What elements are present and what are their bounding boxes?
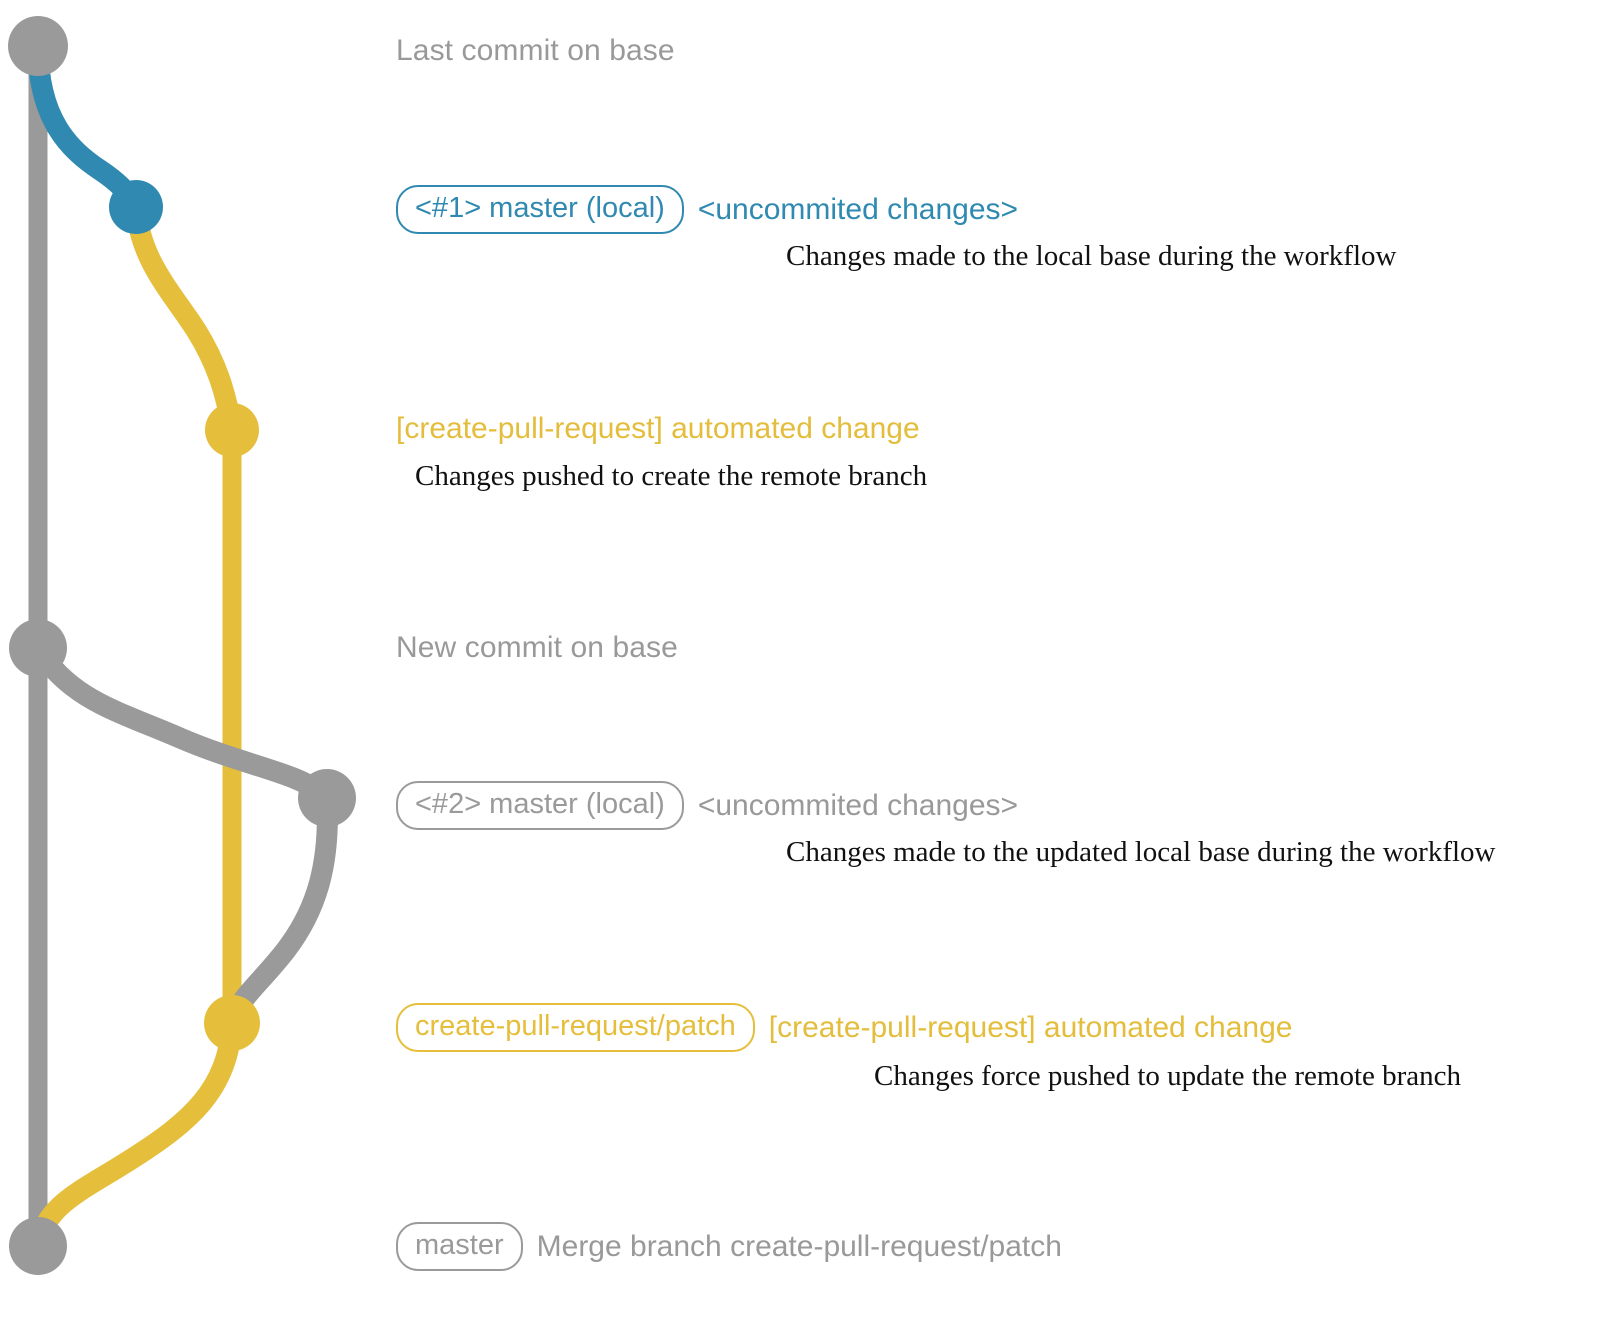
- commit-subject-merge-commit: Merge branch create-pull-request/patch: [536, 1229, 1062, 1263]
- commit-row-master-local-2: <#2> master (local) <uncommited changes>: [396, 781, 1018, 830]
- edge-base-new-to-local-2: [27, 637, 338, 809]
- commit-subject-last-commit-on-base: Last commit on base: [396, 34, 675, 67]
- commit-node-local-2[interactable]: [298, 769, 356, 827]
- commit-node-patch-1[interactable]: [205, 403, 259, 457]
- branch-badge-master[interactable]: master: [396, 1222, 523, 1271]
- badge-line-master-local-1: <#1> master (local) <uncommited changes>: [396, 185, 1018, 234]
- commit-subject-automated-change-1: [create-pull-request] automated change: [396, 412, 920, 445]
- badge-line-automated-change-2: create-pull-request/patch [create-pull-r…: [396, 1003, 1292, 1052]
- commit-node-base-head[interactable]: [8, 16, 68, 76]
- edge-local-1-to-patch-1: [125, 196, 243, 441]
- commit-row-merge-commit: master Merge branch create-pull-request/…: [396, 1222, 1062, 1271]
- commit-row-master-local-1: <#1> master (local) <uncommited changes>: [396, 185, 1018, 234]
- commit-description-automated-change-1: Changes pushed to create the remote bran…: [415, 460, 928, 492]
- commit-row-automated-change-1: [create-pull-request] automated change: [396, 412, 920, 446]
- commit-row-last-commit-on-base: Last commit on base: [396, 34, 675, 68]
- edge-patch-2-to-merge: [27, 1012, 243, 1257]
- commit-description-master-local-2: Changes made to the updated local base d…: [786, 836, 1496, 868]
- branch-badge-master-local-1[interactable]: <#1> master (local): [396, 185, 684, 234]
- commit-subject-automated-change-2: [create-pull-request] automated change: [768, 1010, 1293, 1044]
- commit-node-base-new[interactable]: [9, 619, 67, 677]
- commit-node-patch-2[interactable]: [204, 995, 260, 1051]
- commit-subject-new-commit-on-base: New commit on base: [396, 631, 678, 664]
- commit-row-new-commit-on-base: New commit on base: [396, 631, 678, 665]
- branch-badge-master-local-2[interactable]: <#2> master (local): [396, 781, 684, 830]
- git-commit-graph: [8, 16, 356, 1275]
- commit-node-local-1[interactable]: [109, 180, 163, 234]
- commit-description-automated-change-2: Changes force pushed to update the remot…: [874, 1060, 1462, 1092]
- commit-description-master-local-1: Changes made to the local base during th…: [786, 240, 1397, 272]
- commit-row-automated-change-2: create-pull-request/patch [create-pull-r…: [396, 1003, 1292, 1052]
- badge-line-master-local-2: <#2> master (local) <uncommited changes>: [396, 781, 1018, 830]
- commit-node-merge[interactable]: [9, 1217, 67, 1275]
- commit-subject-master-local-1: <uncommited changes>: [697, 192, 1019, 226]
- commit-subject-master-local-2: <uncommited changes>: [697, 788, 1019, 822]
- badge-line-merge-commit: master Merge branch create-pull-request/…: [396, 1222, 1062, 1271]
- branch-badge-create-pull-request-patch[interactable]: create-pull-request/patch: [396, 1003, 755, 1052]
